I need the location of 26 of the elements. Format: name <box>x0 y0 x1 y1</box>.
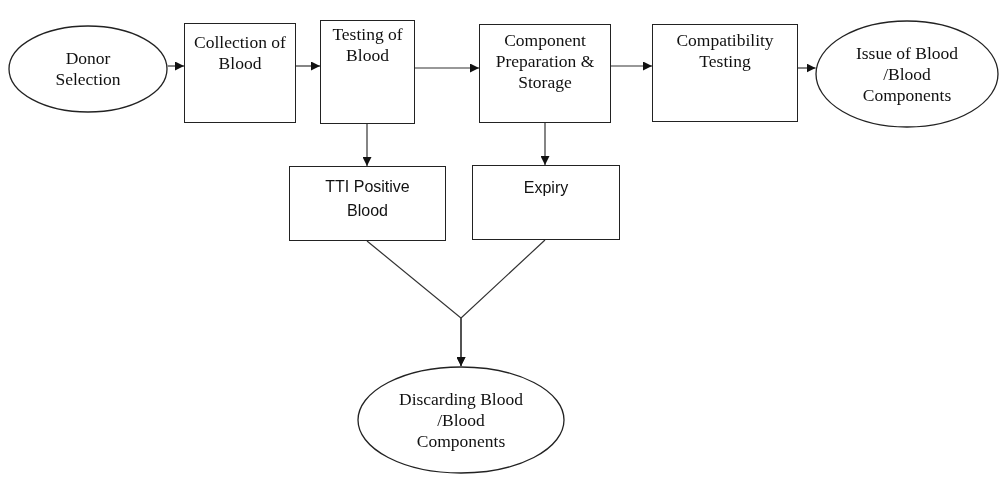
arrow <box>295 61 321 71</box>
arrow <box>362 123 372 167</box>
terminal-ellipse <box>357 366 565 474</box>
node-label: Donor Selection <box>54 48 122 90</box>
arrow <box>540 122 550 166</box>
node-label: Component Preparation & Storage <box>494 30 596 93</box>
arrow <box>610 61 653 71</box>
arrow <box>797 63 817 73</box>
node-label: TTI Positive Blood <box>324 177 411 221</box>
process-box <box>652 24 798 122</box>
node-label: Issue of Blood /Blood Components <box>854 42 960 106</box>
process-box <box>289 166 446 241</box>
process-box <box>472 165 620 240</box>
process-box <box>479 24 611 123</box>
arrow <box>414 63 480 73</box>
node-label: Expiry <box>523 178 569 198</box>
node-label: Compatibility Testing <box>675 30 775 72</box>
arrow <box>456 239 546 367</box>
terminal-ellipse <box>8 25 168 113</box>
process-box <box>184 23 296 123</box>
node-label: Testing of Blood <box>331 24 404 66</box>
process-box <box>320 20 415 124</box>
arrow <box>167 61 185 71</box>
node-label: Collection of Blood <box>193 32 287 74</box>
node-label: Discarding Blood /Blood Components <box>398 388 524 452</box>
terminal-ellipse <box>815 20 999 128</box>
